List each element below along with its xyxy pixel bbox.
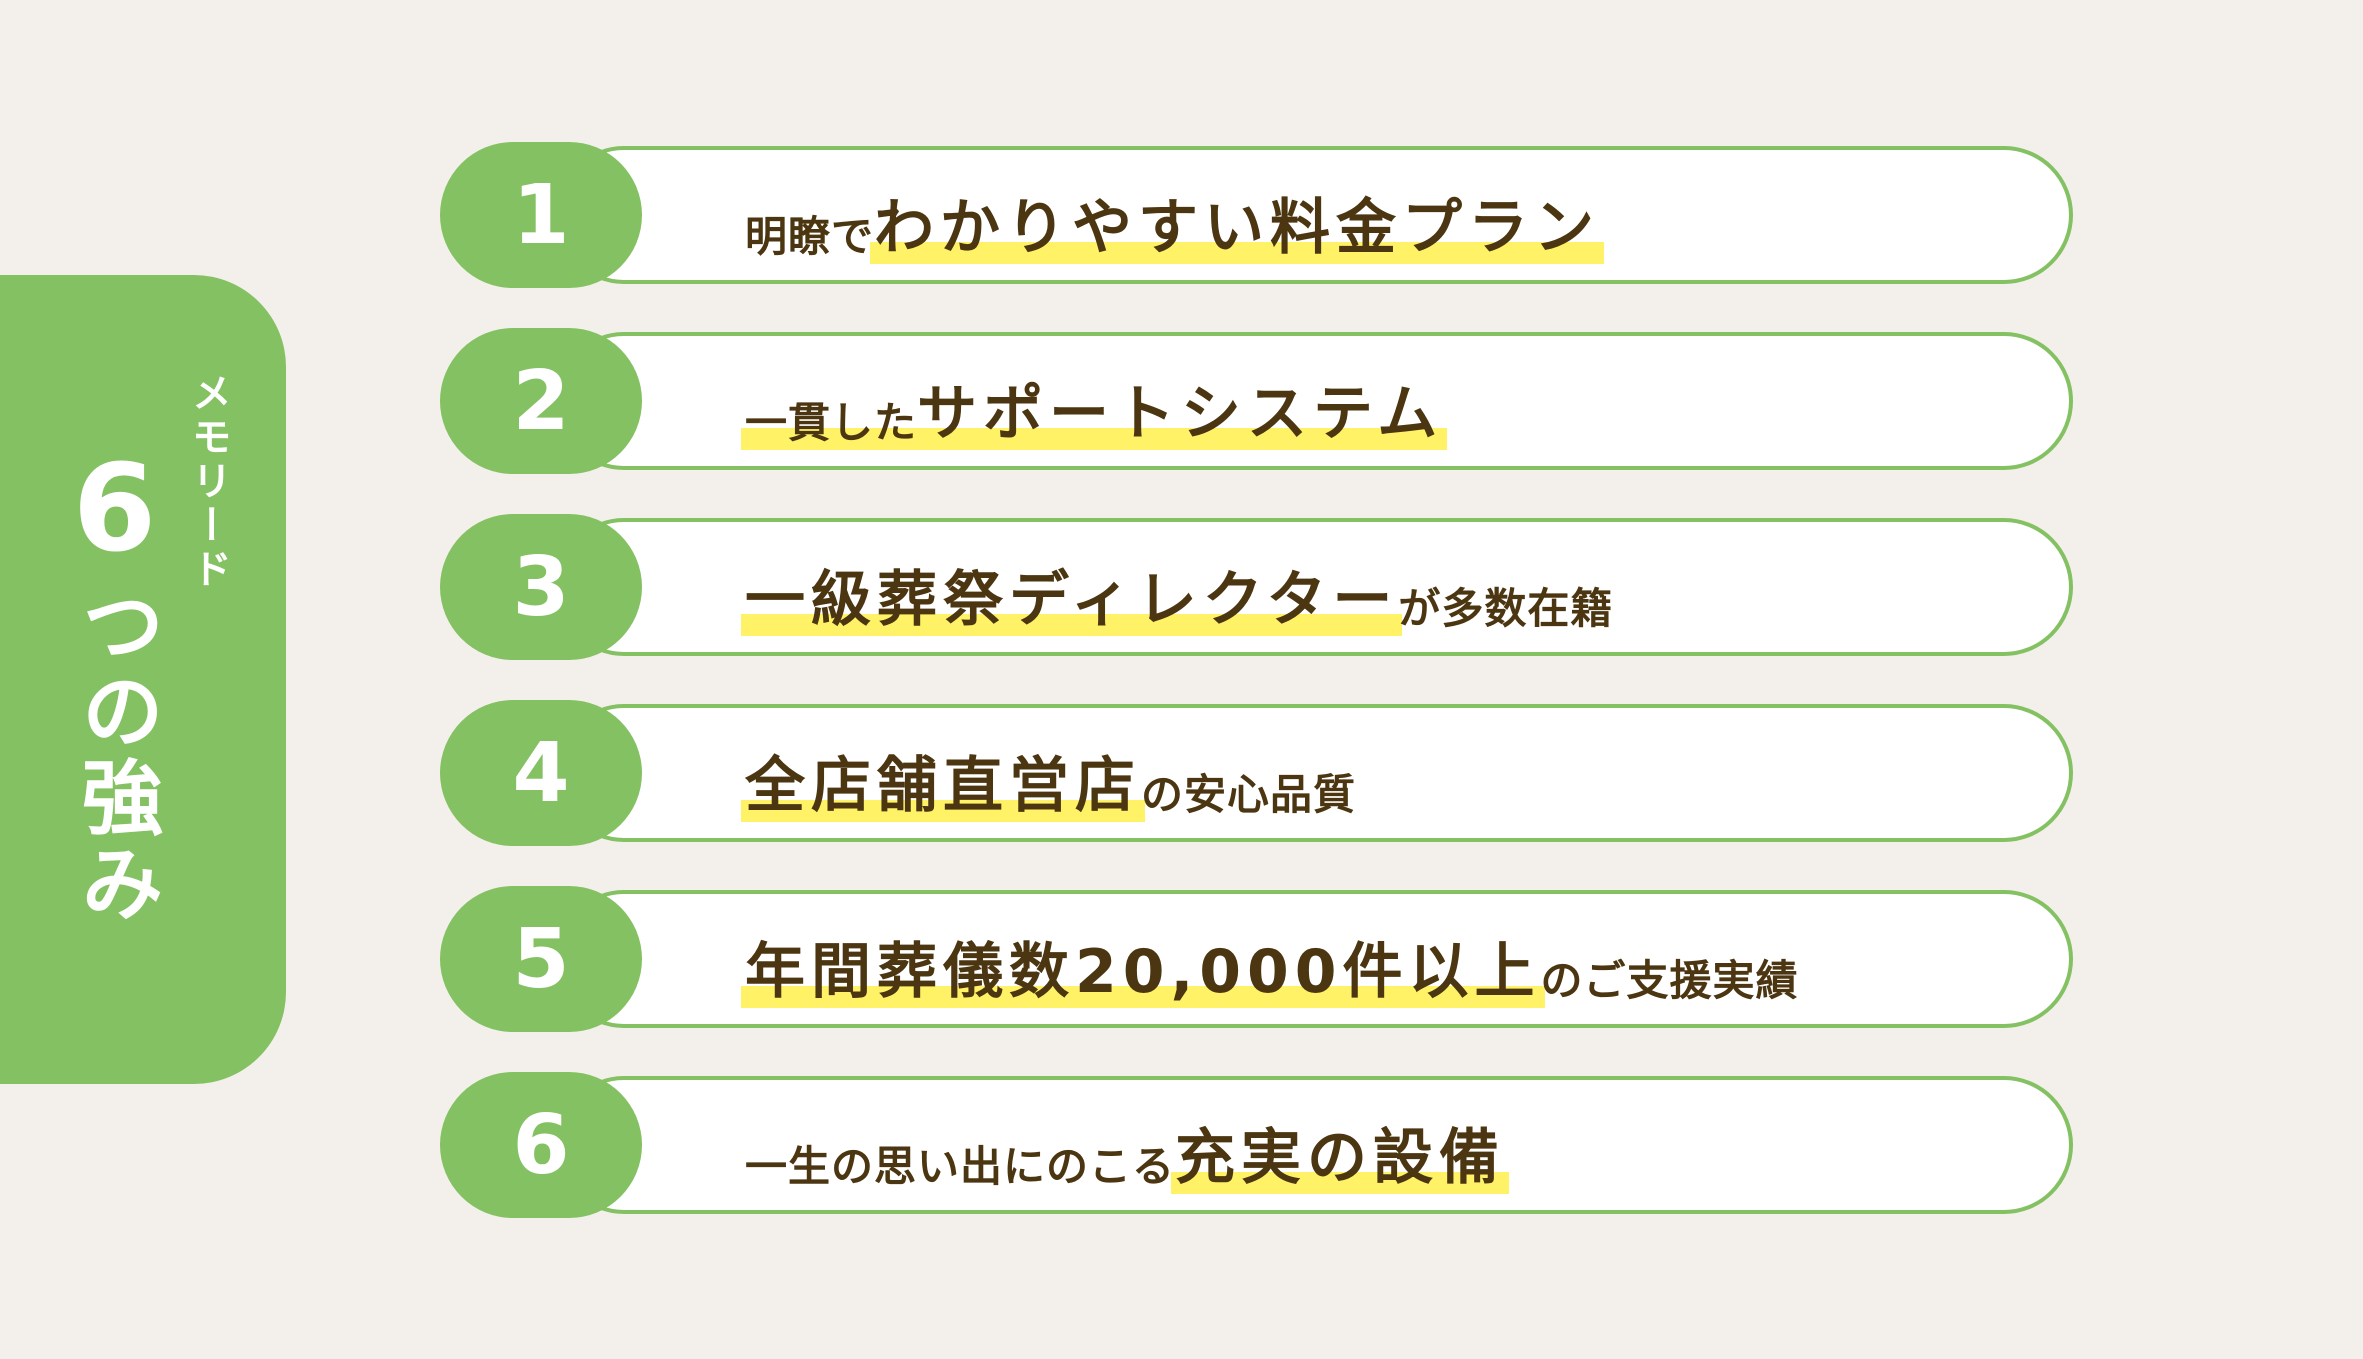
item-text-highlight: 充実の設備 <box>1171 1123 1510 1194</box>
number-badge: 6 <box>440 1072 642 1218</box>
side-panel <box>0 275 286 1084</box>
number-badge: 2 <box>440 328 642 474</box>
strength-item-4: 4 全店舗直営店 の安心品質 <box>0 700 2363 850</box>
number-badge: 4 <box>440 700 642 846</box>
strength-item-2: 2 一貫した サポートシステム <box>0 328 2363 478</box>
strength-item-5: 5 年間葬儀数20,000件以上 のご支援実績 <box>0 886 2363 1036</box>
strength-item-6: 6 一生の思い出にのこる 充実の設備 <box>0 1072 2363 1222</box>
item-text-highlight: 年間葬儀数20,000件以上 <box>741 937 1545 1008</box>
item-text: 明瞭で わかりやすい料金プラン <box>745 142 1605 288</box>
item-text-highlight: わかりやすい料金プラン <box>870 193 1605 264</box>
item-text-small: の安心品質 <box>1141 770 1357 819</box>
side-title-number: 6 <box>45 440 184 583</box>
item-text-small: 明瞭で <box>745 212 875 261</box>
strength-item-1: 1 明瞭で わかりやすい料金プラン <box>0 142 2363 292</box>
number-badge: 5 <box>440 886 642 1032</box>
side-title-text: つの強み <box>67 583 162 927</box>
item-text: 一生の思い出にのこる 充実の設備 <box>745 1072 1510 1218</box>
item-text-small: のご支援実績 <box>1540 956 1799 1005</box>
item-text: 一貫した サポートシステム <box>740 328 1448 474</box>
number-badge: 3 <box>440 514 642 660</box>
item-text-small: 一生の思い出にのこる <box>745 1142 1176 1191</box>
number-badge: 1 <box>440 142 642 288</box>
item-text-small: 一貫した <box>740 398 922 450</box>
brand-name: メモリード <box>185 372 231 592</box>
strength-item-3: 3 一級葬祭ディレクター が多数在籍 <box>0 514 2363 664</box>
item-text: 全店舗直営店 の安心品質 <box>741 700 1357 846</box>
item-text: 一級葬祭ディレクター が多数在籍 <box>740 514 1614 660</box>
item-text: 年間葬儀数20,000件以上 のご支援実績 <box>741 886 1799 1032</box>
side-title: 6つの強み <box>45 440 184 927</box>
item-text-highlight: サポートシステム <box>913 379 1448 450</box>
item-text-highlight: 一級葬祭ディレクター <box>740 565 1403 636</box>
item-text-highlight: 全店舗直営店 <box>741 751 1145 822</box>
item-text-small: が多数在籍 <box>1398 584 1614 633</box>
